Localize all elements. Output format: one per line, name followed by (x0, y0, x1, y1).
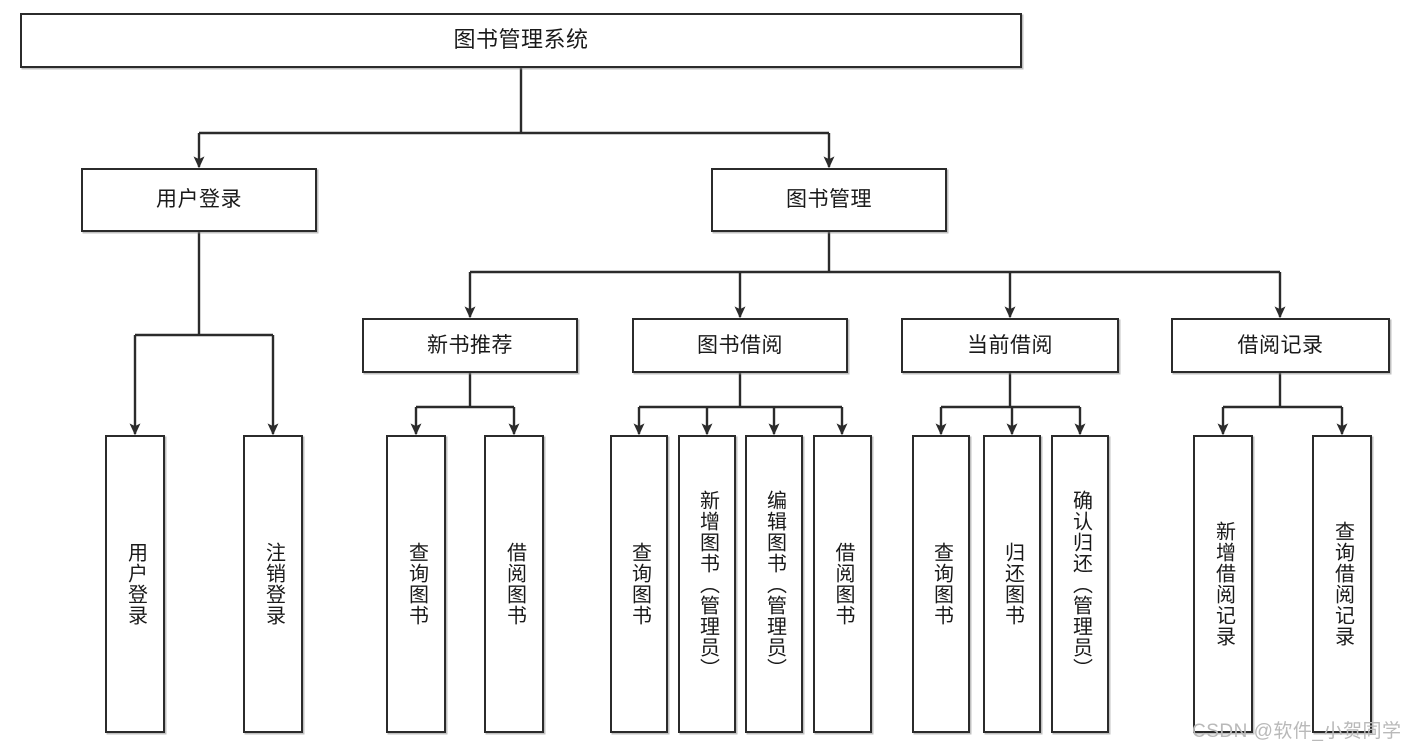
node-l-return[interactable]: 归还图书 (983, 435, 1041, 733)
node-label: 注销登录 (262, 542, 285, 626)
node-l-edit[interactable]: 编辑图书（管理员） (745, 435, 803, 733)
node-label: 用户登录 (156, 188, 242, 212)
node-l-add[interactable]: 新增图书（管理员） (678, 435, 736, 733)
node-label: 新书推荐 (427, 333, 513, 357)
node-label: 借阅图书 (503, 542, 526, 626)
node-label: 新增借阅记录 (1212, 521, 1235, 647)
node-label: 用户登录 (124, 542, 147, 626)
node-l-q3[interactable]: 查询图书 (912, 435, 970, 733)
node-label: 图书借阅 (697, 333, 783, 357)
watermark: CSDN @软件_小贺同学 (1192, 721, 1402, 742)
node-current[interactable]: 当前借阅 (901, 318, 1119, 373)
node-records[interactable]: 借阅记录 (1171, 318, 1390, 373)
node-newrec[interactable]: 新书推荐 (362, 318, 578, 373)
node-label: 查询图书 (930, 542, 953, 626)
node-login[interactable]: 用户登录 (81, 168, 317, 232)
node-label: 借阅记录 (1237, 333, 1324, 357)
node-label: 借阅图书 (832, 542, 854, 626)
node-l-logout[interactable]: 注销登录 (243, 435, 303, 733)
node-l-qrec[interactable]: 查询借阅记录 (1312, 435, 1372, 733)
node-bookmgmt[interactable]: 图书管理 (711, 168, 947, 232)
node-label: 查询图书 (628, 542, 651, 626)
node-l-b1[interactable]: 借阅图书 (484, 435, 544, 733)
node-label: 当前借阅 (967, 333, 1053, 357)
node-l-confirm[interactable]: 确认归还（管理员） (1051, 435, 1109, 733)
node-l-addrec[interactable]: 新增借阅记录 (1193, 435, 1253, 733)
node-root[interactable]: 图书管理系统 (20, 13, 1022, 68)
node-l-q1[interactable]: 查询图书 (386, 435, 446, 733)
node-label: 图书管理 (786, 188, 872, 212)
node-l-b2[interactable]: 借阅图书 (813, 435, 872, 733)
node-borrow[interactable]: 图书借阅 (632, 318, 848, 373)
node-label: 编辑图书（管理员） (763, 489, 786, 679)
node-label: 确认归还（管理员） (1069, 489, 1092, 679)
node-label: 查询借阅记录 (1331, 521, 1354, 647)
node-label: 归还图书 (1001, 542, 1024, 626)
node-l-login[interactable]: 用户登录 (105, 435, 165, 733)
node-label: 新增图书（管理员） (696, 489, 719, 679)
node-l-q2[interactable]: 查询图书 (610, 435, 668, 733)
node-label: 图书管理系统 (453, 27, 589, 53)
node-label: 查询图书 (405, 542, 428, 626)
